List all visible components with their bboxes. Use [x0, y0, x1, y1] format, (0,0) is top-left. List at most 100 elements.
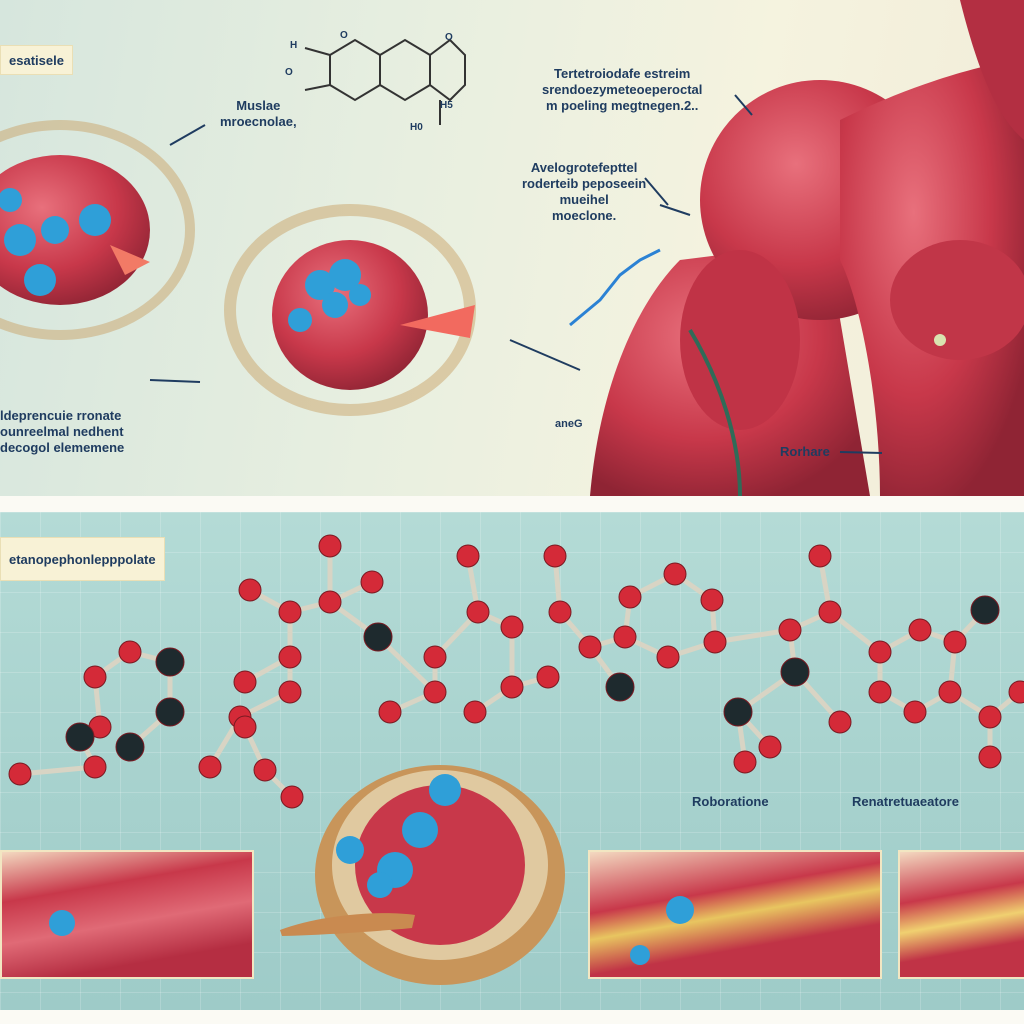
- oxygen-atom: [318, 590, 342, 614]
- leader-lines: [149, 94, 883, 454]
- corner-tag-top: esatisele: [0, 45, 73, 75]
- chem-label: H5: [440, 100, 453, 111]
- oxygen-atom: [500, 675, 524, 699]
- oxygen-atom: [548, 600, 572, 624]
- label-line: ounreelmal nedhent: [0, 424, 124, 439]
- oxygen-atom: [1008, 680, 1024, 704]
- oxygen-atom: [253, 758, 277, 782]
- oxygen-atom: [500, 615, 524, 639]
- left-text-block: ldeprencuie rronate ounreelmal nedhent d…: [0, 408, 124, 456]
- right-text-block-1: Tertetroiodafe estreim srendoezymeteoepe…: [542, 66, 702, 114]
- chem-label: O: [340, 30, 348, 41]
- carbon-atom: [115, 732, 145, 762]
- oxygen-atom: [828, 710, 852, 734]
- oxygen-atom: [543, 544, 567, 568]
- oxygen-atom: [233, 715, 257, 739]
- label-line: mueihel: [559, 192, 609, 207]
- oxygen-atom: [943, 630, 967, 654]
- oxygen-atom: [83, 755, 107, 779]
- oxygen-atom: [423, 645, 447, 669]
- corner-tag-text: etanopephonlepppolate: [9, 551, 156, 567]
- label-line: mroecnolae,: [220, 114, 297, 129]
- oxygen-atom: [700, 588, 724, 612]
- carbon-atom: [970, 595, 1000, 625]
- top-illustration-panel: esatisele Muslae mroecnolae, H O O O H5 …: [0, 0, 1024, 496]
- chem-label: O: [285, 67, 293, 78]
- muscle-illustration: [0, 0, 1024, 496]
- small-label: aneG: [555, 418, 583, 430]
- oxygen-atom: [536, 665, 560, 689]
- oxygen-atom: [938, 680, 962, 704]
- oxygen-atom: [278, 600, 302, 624]
- label-line: roderteib peposeein: [522, 176, 647, 191]
- arrow-label: Rorhare: [780, 444, 830, 459]
- oxygen-atom: [868, 640, 892, 664]
- label-line: ldeprencuie rronate: [0, 408, 122, 423]
- oxygen-atom: [238, 578, 262, 602]
- muscle-cell-center: [224, 204, 476, 416]
- muscle-label: Muslae mroecnolae,: [220, 98, 297, 130]
- carbon-atom: [155, 697, 185, 727]
- label-line: decogol elememene: [0, 440, 125, 455]
- oxygen-atom: [868, 680, 892, 704]
- oxygen-atom: [613, 625, 637, 649]
- oxygen-atom: [423, 680, 447, 704]
- oxygen-atom: [808, 544, 832, 568]
- oxygen-atom: [8, 762, 32, 786]
- thumbnail-muscle-2: [588, 850, 882, 979]
- oxygen-atom: [198, 755, 222, 779]
- corner-tag-text: esatisele: [9, 52, 64, 68]
- chemical-structure: [304, 38, 466, 125]
- chem-label: H: [290, 40, 298, 51]
- corner-tag-bottom: etanopephonlepppolate: [0, 537, 165, 581]
- oxygen-atom: [778, 618, 802, 642]
- chem-label: H0: [410, 122, 423, 133]
- oxygen-atom: [278, 680, 302, 704]
- oxygen-atom: [908, 618, 932, 642]
- muscle-cell-left: [0, 120, 195, 340]
- label-line: m poeling megtnegen.2..: [545, 98, 699, 113]
- oxygen-atom: [818, 600, 842, 624]
- shoulder-muscle: [590, 0, 1024, 496]
- molecule-model: [8, 534, 1024, 809]
- oxygen-atom: [663, 562, 687, 586]
- oxygen-atom: [463, 700, 487, 724]
- label-line: Muslae: [236, 98, 281, 113]
- carbon-atom: [363, 622, 393, 652]
- carbon-atom: [155, 647, 185, 677]
- oxygen-atom: [978, 705, 1002, 729]
- oxygen-atom: [118, 640, 142, 664]
- carbon-atom: [605, 672, 635, 702]
- oxygen-atom: [903, 700, 927, 724]
- carbon-atom: [723, 697, 753, 727]
- lightning-mark: [569, 248, 661, 327]
- thumbnail-muscle-3: [898, 850, 1024, 979]
- molecule-bond: [19, 764, 96, 777]
- chem-label: O: [445, 32, 453, 43]
- carbon-atom: [780, 657, 810, 687]
- oxygen-atom: [280, 785, 304, 809]
- label-line: Avelogrotefepttel: [530, 160, 638, 175]
- oxygen-atom: [978, 745, 1002, 769]
- oxygen-atom: [578, 635, 602, 659]
- oxygen-atom: [378, 700, 402, 724]
- oxygen-atom: [733, 750, 757, 774]
- right-text-block-2: Avelogrotefepttel roderteib peposeein mu…: [522, 160, 646, 224]
- oxygen-atom: [360, 570, 384, 594]
- molecule-bond: [714, 627, 791, 645]
- carbon-atom: [65, 722, 95, 752]
- oxygen-atom: [703, 630, 727, 654]
- oxygen-atom: [466, 600, 490, 624]
- oxygen-atom: [278, 645, 302, 669]
- label-line: moeclone.: [551, 208, 617, 223]
- thumbnail-muscle-1: [0, 850, 254, 979]
- oxygen-atom: [656, 645, 680, 669]
- molecule-label-1: Roboratione: [692, 794, 769, 809]
- label-line: srendoezymeteoeperoctal: [542, 82, 703, 97]
- molecule-label-2: Renatretuaeatore: [852, 794, 959, 809]
- oxygen-atom: [456, 544, 480, 568]
- oxygen-atom: [758, 735, 782, 759]
- oxygen-atom: [318, 534, 342, 558]
- label-line: Tertetroiodafe estreim: [554, 66, 691, 81]
- oxygen-atom: [618, 585, 642, 609]
